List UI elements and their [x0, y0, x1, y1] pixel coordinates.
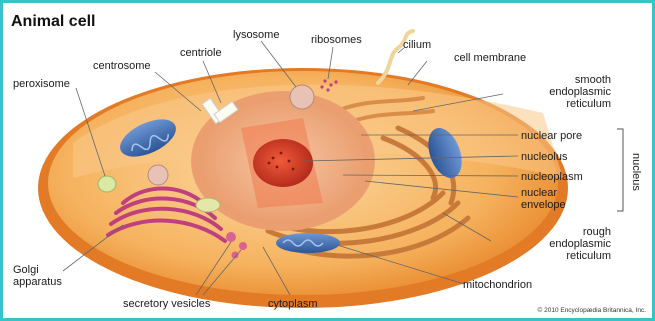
label-lysosome: lysosome: [233, 29, 279, 41]
nucleolus-shape: [253, 139, 313, 187]
diagram-title: Animal cell: [11, 13, 95, 30]
label-golgi-line1: Golgi: [13, 264, 39, 276]
label-rough-er-line3: reticulum: [566, 250, 611, 262]
label-golgi-line2: apparatus: [13, 276, 62, 288]
lysosome-shape: [290, 85, 314, 109]
label-nuclear-envelope-line1: nuclear: [521, 187, 557, 199]
label-smooth-er-line3: reticulum: [566, 98, 611, 110]
label-ribosomes: ribosomes: [311, 34, 362, 46]
label-nucleus: nucleus: [630, 153, 642, 191]
label-golgi: Golgi apparatus: [13, 264, 62, 288]
label-peroxisome: peroxisome: [13, 78, 70, 90]
label-smooth-er: smooth endoplasmic reticulum: [549, 74, 611, 110]
animal-cell-diagram: Animal cell: [3, 3, 652, 318]
label-smooth-er-line1: smooth: [575, 74, 611, 86]
copyright-credit: © 2010 Encyclopædia Britannica, Inc.: [538, 306, 647, 314]
peroxisome-shape: [98, 176, 116, 192]
label-nuclear-envelope-line2: envelope: [521, 199, 566, 211]
label-nucleoplasm: nucleoplasm: [521, 171, 583, 183]
label-cell-membrane: cell membrane: [454, 52, 526, 64]
label-centrosome: centrosome: [93, 60, 150, 72]
label-rough-er-line1: rough: [583, 226, 611, 238]
label-nucleolus: nucleolus: [521, 151, 568, 163]
label-nuclear-pore: nuclear pore: [521, 130, 582, 142]
label-centriole: centriole: [180, 47, 222, 59]
label-rough-er: rough endoplasmic reticulum: [549, 226, 611, 262]
nucleus-bracket: [617, 129, 623, 211]
label-rough-er-line2: endoplasmic: [549, 238, 611, 250]
label-cilium: cilium: [403, 39, 431, 51]
label-smooth-er-line2: endoplasmic: [549, 86, 611, 98]
label-secretory-vesicles: secretory vesicles: [123, 298, 211, 310]
label-cytoplasm: cytoplasm: [268, 298, 318, 310]
label-mitochondrion: mitochondrion: [463, 279, 532, 291]
